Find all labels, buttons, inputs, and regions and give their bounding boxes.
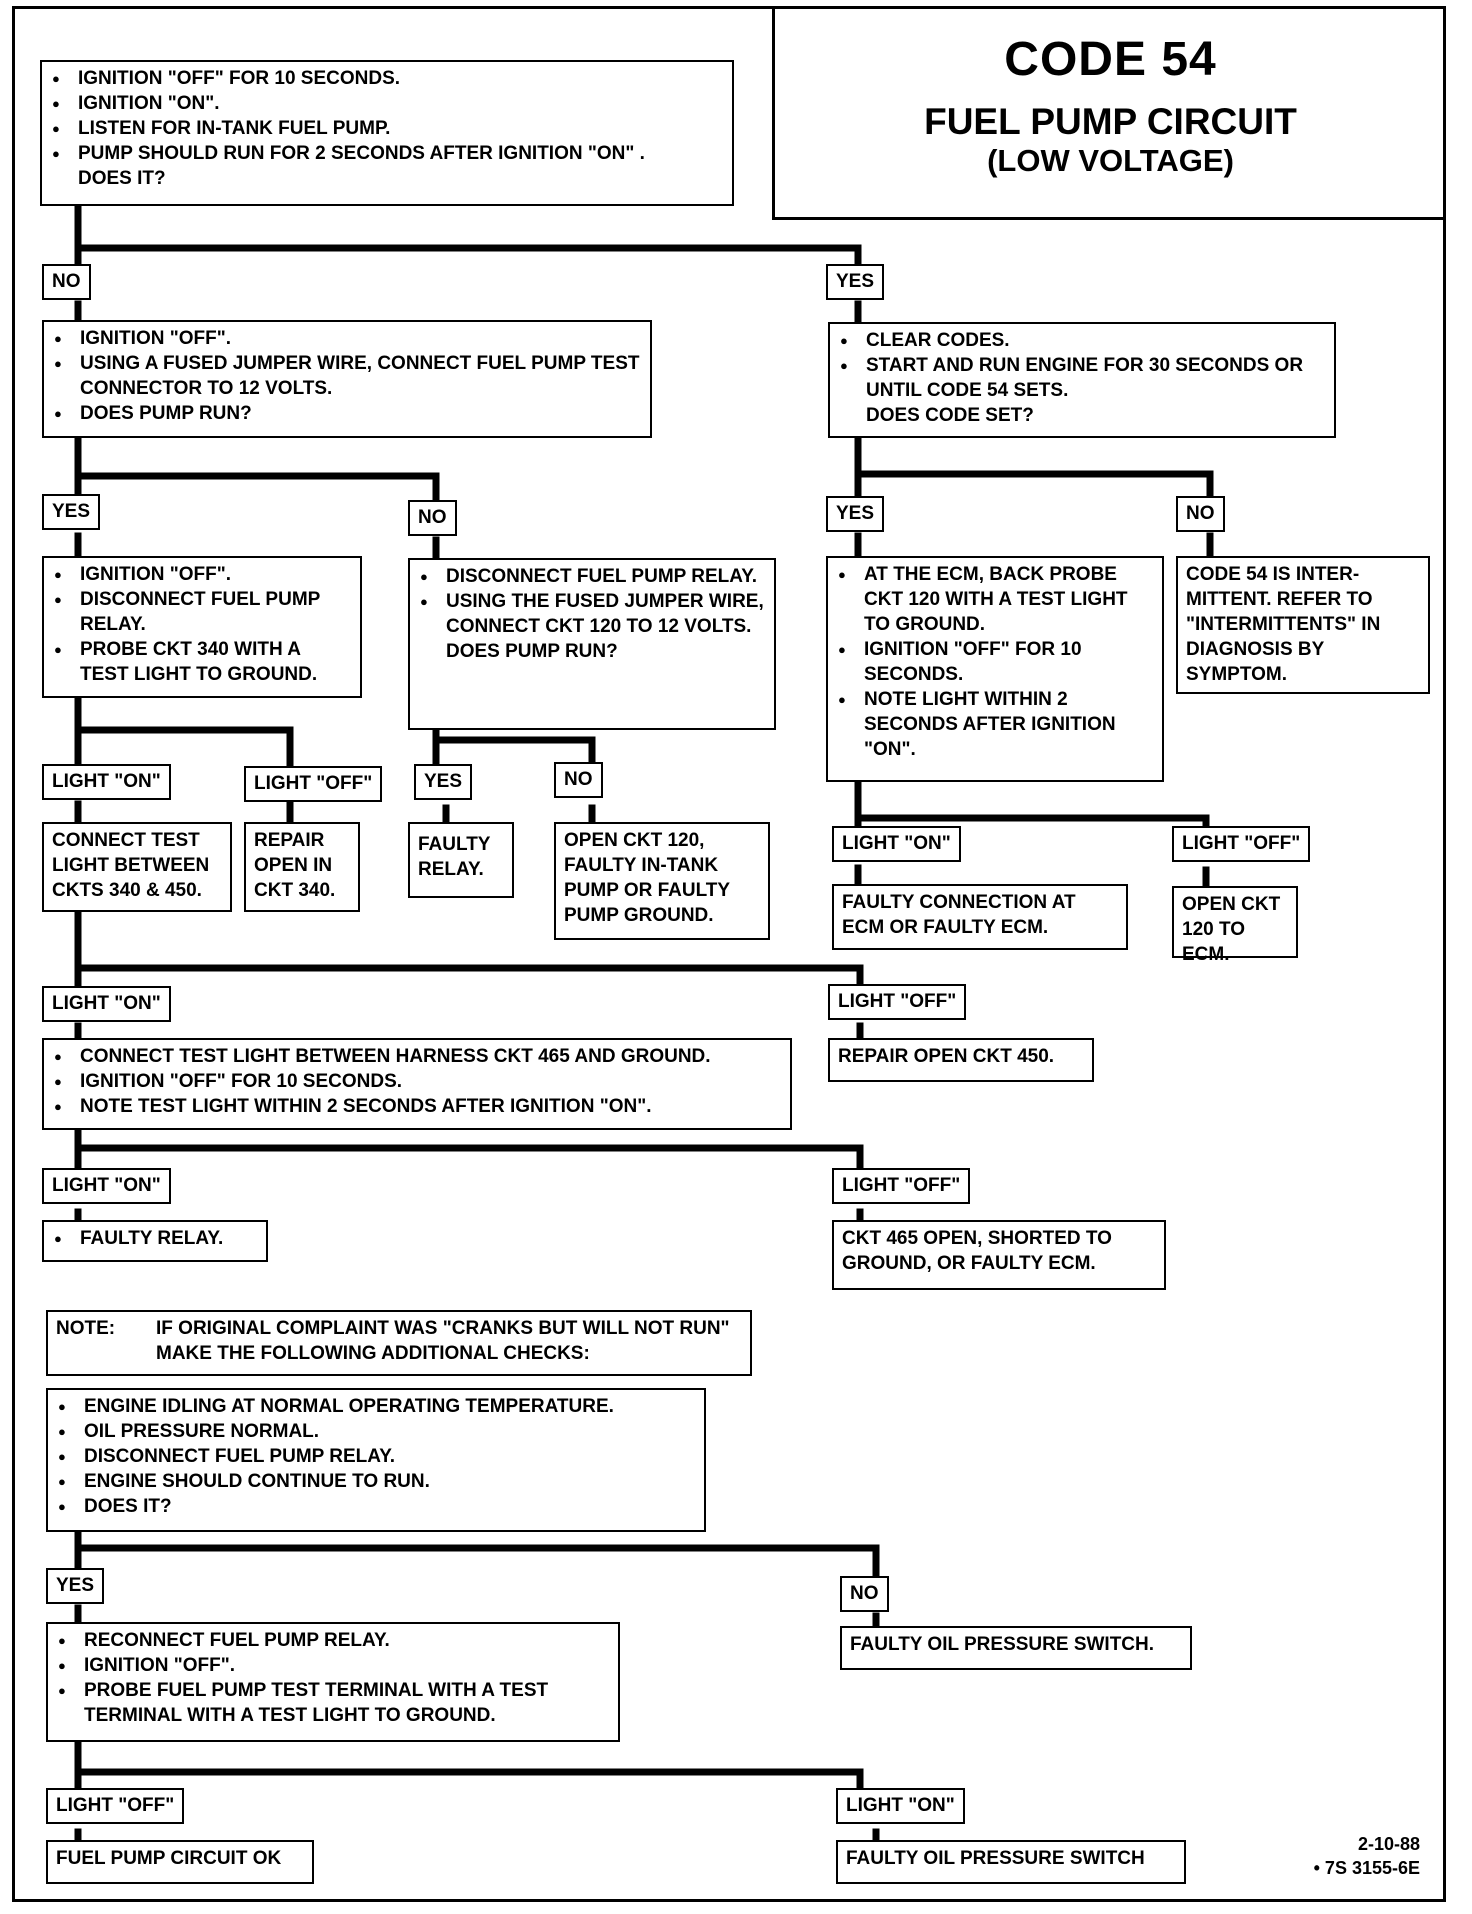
open-120-text: OPEN CKT 120, FAULTY IN-TANK PUMP OR FAU… — [564, 830, 730, 926]
box-connect-465: CONNECT TEST LIGHT BETWEEN HARNESS CKT 4… — [42, 1038, 792, 1130]
label-no-4: NO — [554, 762, 603, 798]
open-120-ecm-text: OPEN CKT 120 TO ECM. — [1182, 894, 1281, 965]
repair-340-text: REPAIR OPEN IN CKT 340. — [254, 830, 336, 901]
label-yes-1: YES — [826, 264, 885, 300]
title-block: CODE 54 FUEL PUMP CIRCUIT (LOW VOLTAGE) — [772, 6, 1446, 220]
note-label: NOTE: — [56, 1318, 116, 1339]
start-step-3: LISTEN FOR IN-TANK FUEL PUMP. — [50, 116, 724, 141]
start-step-5: DOES IT? — [78, 168, 166, 189]
label-light-off-3: LIGHT "OFF" — [828, 984, 967, 1020]
box-probe-340: IGNITION "OFF". DISCONNECT FUEL PUMP REL… — [42, 556, 362, 698]
footer-date: 2-10-88 — [1357, 1834, 1420, 1854]
box-idle-checks: ENGINE IDLING AT NORMAL OPERATING TEMPER… — [46, 1388, 706, 1532]
reconnect-step-1: RECONNECT FUEL PUMP RELAY. — [56, 1628, 610, 1653]
connect465-step-3: NOTE TEST LIGHT WITHIN 2 SECONDS AFTER I… — [52, 1094, 782, 1119]
connect465-step-1: CONNECT TEST LIGHT BETWEEN HARNESS CKT 4… — [52, 1044, 782, 1069]
ckt465-open-text: CKT 465 OPEN, SHORTED TO GROUND, OR FAUL… — [842, 1228, 1112, 1274]
label-light-on-1: LIGHT "ON" — [42, 764, 171, 800]
jumper120-step-3: DOES PUMP RUN? — [446, 641, 618, 662]
label-light-off-4: LIGHT "OFF" — [832, 1168, 971, 1204]
box-back-probe: AT THE ECM, BACK PROBE CKT 120 WITH A TE… — [826, 556, 1164, 782]
box-pump-ok: FUEL PUMP CIRCUIT OK — [46, 1840, 314, 1884]
label-no-3: NO — [1176, 496, 1225, 532]
clear-step-3: DOES CODE SET? — [866, 405, 1034, 426]
jumper-step-2: USING A FUSED JUMPER WIRE, CONNECT FUEL … — [52, 351, 642, 401]
box-intermittent: CODE 54 IS INTER-MITTENT. REFER TO "INTE… — [1176, 556, 1430, 694]
label-light-on-4: LIGHT "ON" — [42, 1168, 171, 1204]
reconnect-step-2: IGNITION "OFF". — [56, 1653, 610, 1678]
label-yes-4: YES — [414, 764, 473, 800]
box-faulty-relay-1: FAULTY RELAY. — [408, 822, 514, 898]
intermittent-text: CODE 54 IS INTER-MITTENT. REFER TO "INTE… — [1186, 564, 1381, 685]
box-note: NOTE: IF ORIGINAL COMPLAINT WAS "CRANKS … — [46, 1310, 752, 1376]
box-open-120-ecm: OPEN CKT 120 TO ECM. — [1172, 886, 1298, 965]
jumper-step-3: DOES PUMP RUN? — [52, 401, 642, 426]
faulty-relay-2-text: FAULTY RELAY. — [52, 1226, 258, 1251]
start-step-2: IGNITION "ON". — [50, 91, 724, 116]
connect-340-450-text: CONNECT TEST LIGHT BETWEEN CKTS 340 & 45… — [52, 830, 210, 901]
label-light-on-5: LIGHT "ON" — [836, 1788, 965, 1824]
box-start: IGNITION "OFF" FOR 10 SECONDS. IGNITION … — [40, 60, 734, 206]
jumper120-step-1: DISCONNECT FUEL PUMP RELAY. — [418, 564, 766, 589]
reconnect-step-3: PROBE FUEL PUMP TEST TERMINAL WITH A TES… — [56, 1678, 610, 1728]
idle-step-5: DOES IT? — [56, 1494, 696, 1519]
box-faulty-oil-switch-2: FAULTY OIL PRESSURE SWITCH — [836, 1840, 1186, 1884]
connect465-step-2: IGNITION "OFF" FOR 10 SECONDS. — [52, 1069, 782, 1094]
label-yes-5: YES — [46, 1568, 105, 1604]
backprobe-step-3: NOTE LIGHT WITHIN 2 SECONDS AFTER IGNITI… — [836, 687, 1154, 762]
label-no-1: NO — [42, 264, 91, 300]
note-text: IF ORIGINAL COMPLAINT WAS "CRANKS BUT WI… — [156, 1318, 730, 1364]
box-faulty-oil-switch: FAULTY OIL PRESSURE SWITCH. — [840, 1626, 1192, 1670]
probe340-step-3: PROBE CKT 340 WITH A TEST LIGHT TO GROUN… — [52, 637, 352, 687]
idle-step-2: OIL PRESSURE NORMAL. — [56, 1419, 696, 1444]
faulty-relay-1-text: FAULTY RELAY. — [418, 834, 491, 880]
label-no-5: NO — [840, 1576, 889, 1612]
probe340-step-2: DISCONNECT FUEL PUMP RELAY. — [52, 587, 352, 637]
clear-step-2: START AND RUN ENGINE FOR 30 SECONDS OR U… — [838, 353, 1326, 403]
start-step-1: IGNITION "OFF" FOR 10 SECONDS. — [50, 66, 724, 91]
start-step-4: PUMP SHOULD RUN FOR 2 SECONDS AFTER IGNI… — [50, 141, 724, 166]
label-light-off-1: LIGHT "OFF" — [244, 766, 383, 802]
footer-ref: • 7S 3155-6E — [1313, 1858, 1420, 1878]
outer-frame — [12, 6, 1446, 1902]
pump-ok-text: FUEL PUMP CIRCUIT OK — [56, 1848, 282, 1869]
box-open-120: OPEN CKT 120, FAULTY IN-TANK PUMP OR FAU… — [554, 822, 770, 940]
repair-450-text: REPAIR OPEN CKT 450. — [838, 1046, 1055, 1067]
backprobe-step-2: IGNITION "OFF" FOR 10 SECONDS. — [836, 637, 1154, 687]
box-connect-340-450: CONNECT TEST LIGHT BETWEEN CKTS 340 & 45… — [42, 822, 232, 912]
label-light-off-2: LIGHT "OFF" — [1172, 826, 1311, 862]
box-clear-codes: CLEAR CODES. START AND RUN ENGINE FOR 30… — [828, 322, 1336, 438]
label-light-on-3: LIGHT "ON" — [42, 986, 171, 1022]
idle-step-3: DISCONNECT FUEL PUMP RELAY. — [56, 1444, 696, 1469]
faulty-oil-switch-text: FAULTY OIL PRESSURE SWITCH. — [850, 1634, 1155, 1655]
jumper-step-1: IGNITION "OFF". — [52, 326, 642, 351]
box-repair-340: REPAIR OPEN IN CKT 340. — [244, 822, 360, 912]
probe340-step-1: IGNITION "OFF". — [52, 562, 352, 587]
footer: 2-10-88 • 7S 3155-6E — [1300, 1832, 1420, 1880]
label-yes-3: YES — [826, 496, 885, 532]
idle-step-1: ENGINE IDLING AT NORMAL OPERATING TEMPER… — [56, 1394, 696, 1419]
faulty-oil-switch-2-text: FAULTY OIL PRESSURE SWITCH — [846, 1848, 1145, 1869]
backprobe-step-1: AT THE ECM, BACK PROBE CKT 120 WITH A TE… — [836, 562, 1154, 637]
box-jumper-test: IGNITION "OFF". USING A FUSED JUMPER WIR… — [42, 320, 652, 438]
circuit-subtitle: (LOW VOLTAGE) — [987, 143, 1234, 178]
box-repair-450: REPAIR OPEN CKT 450. — [828, 1038, 1094, 1082]
box-ckt465-open: CKT 465 OPEN, SHORTED TO GROUND, OR FAUL… — [832, 1220, 1166, 1290]
box-faulty-relay-2: FAULTY RELAY. — [42, 1220, 268, 1262]
label-no-2: NO — [408, 500, 457, 536]
idle-step-4: ENGINE SHOULD CONTINUE TO RUN. — [56, 1469, 696, 1494]
box-faulty-conn-ecm: FAULTY CONNECTION AT ECM OR FAULTY ECM. — [832, 884, 1128, 950]
label-light-on-2: LIGHT "ON" — [832, 826, 961, 862]
jumper120-step-2: USING THE FUSED JUMPER WIRE, CONNECT CKT… — [418, 589, 766, 639]
circuit-title: FUEL PUMP CIRCUIT — [924, 101, 1297, 142]
box-reconnect: RECONNECT FUEL PUMP RELAY. IGNITION "OFF… — [46, 1622, 620, 1742]
faulty-conn-ecm-text: FAULTY CONNECTION AT ECM OR FAULTY ECM. — [842, 892, 1076, 938]
box-jumper-120: DISCONNECT FUEL PUMP RELAY. USING THE FU… — [408, 558, 776, 730]
label-yes-2: YES — [42, 494, 101, 530]
code-title: CODE 54 — [1004, 33, 1217, 86]
clear-step-1: CLEAR CODES. — [838, 328, 1326, 353]
label-light-off-5: LIGHT "OFF" — [46, 1788, 185, 1824]
